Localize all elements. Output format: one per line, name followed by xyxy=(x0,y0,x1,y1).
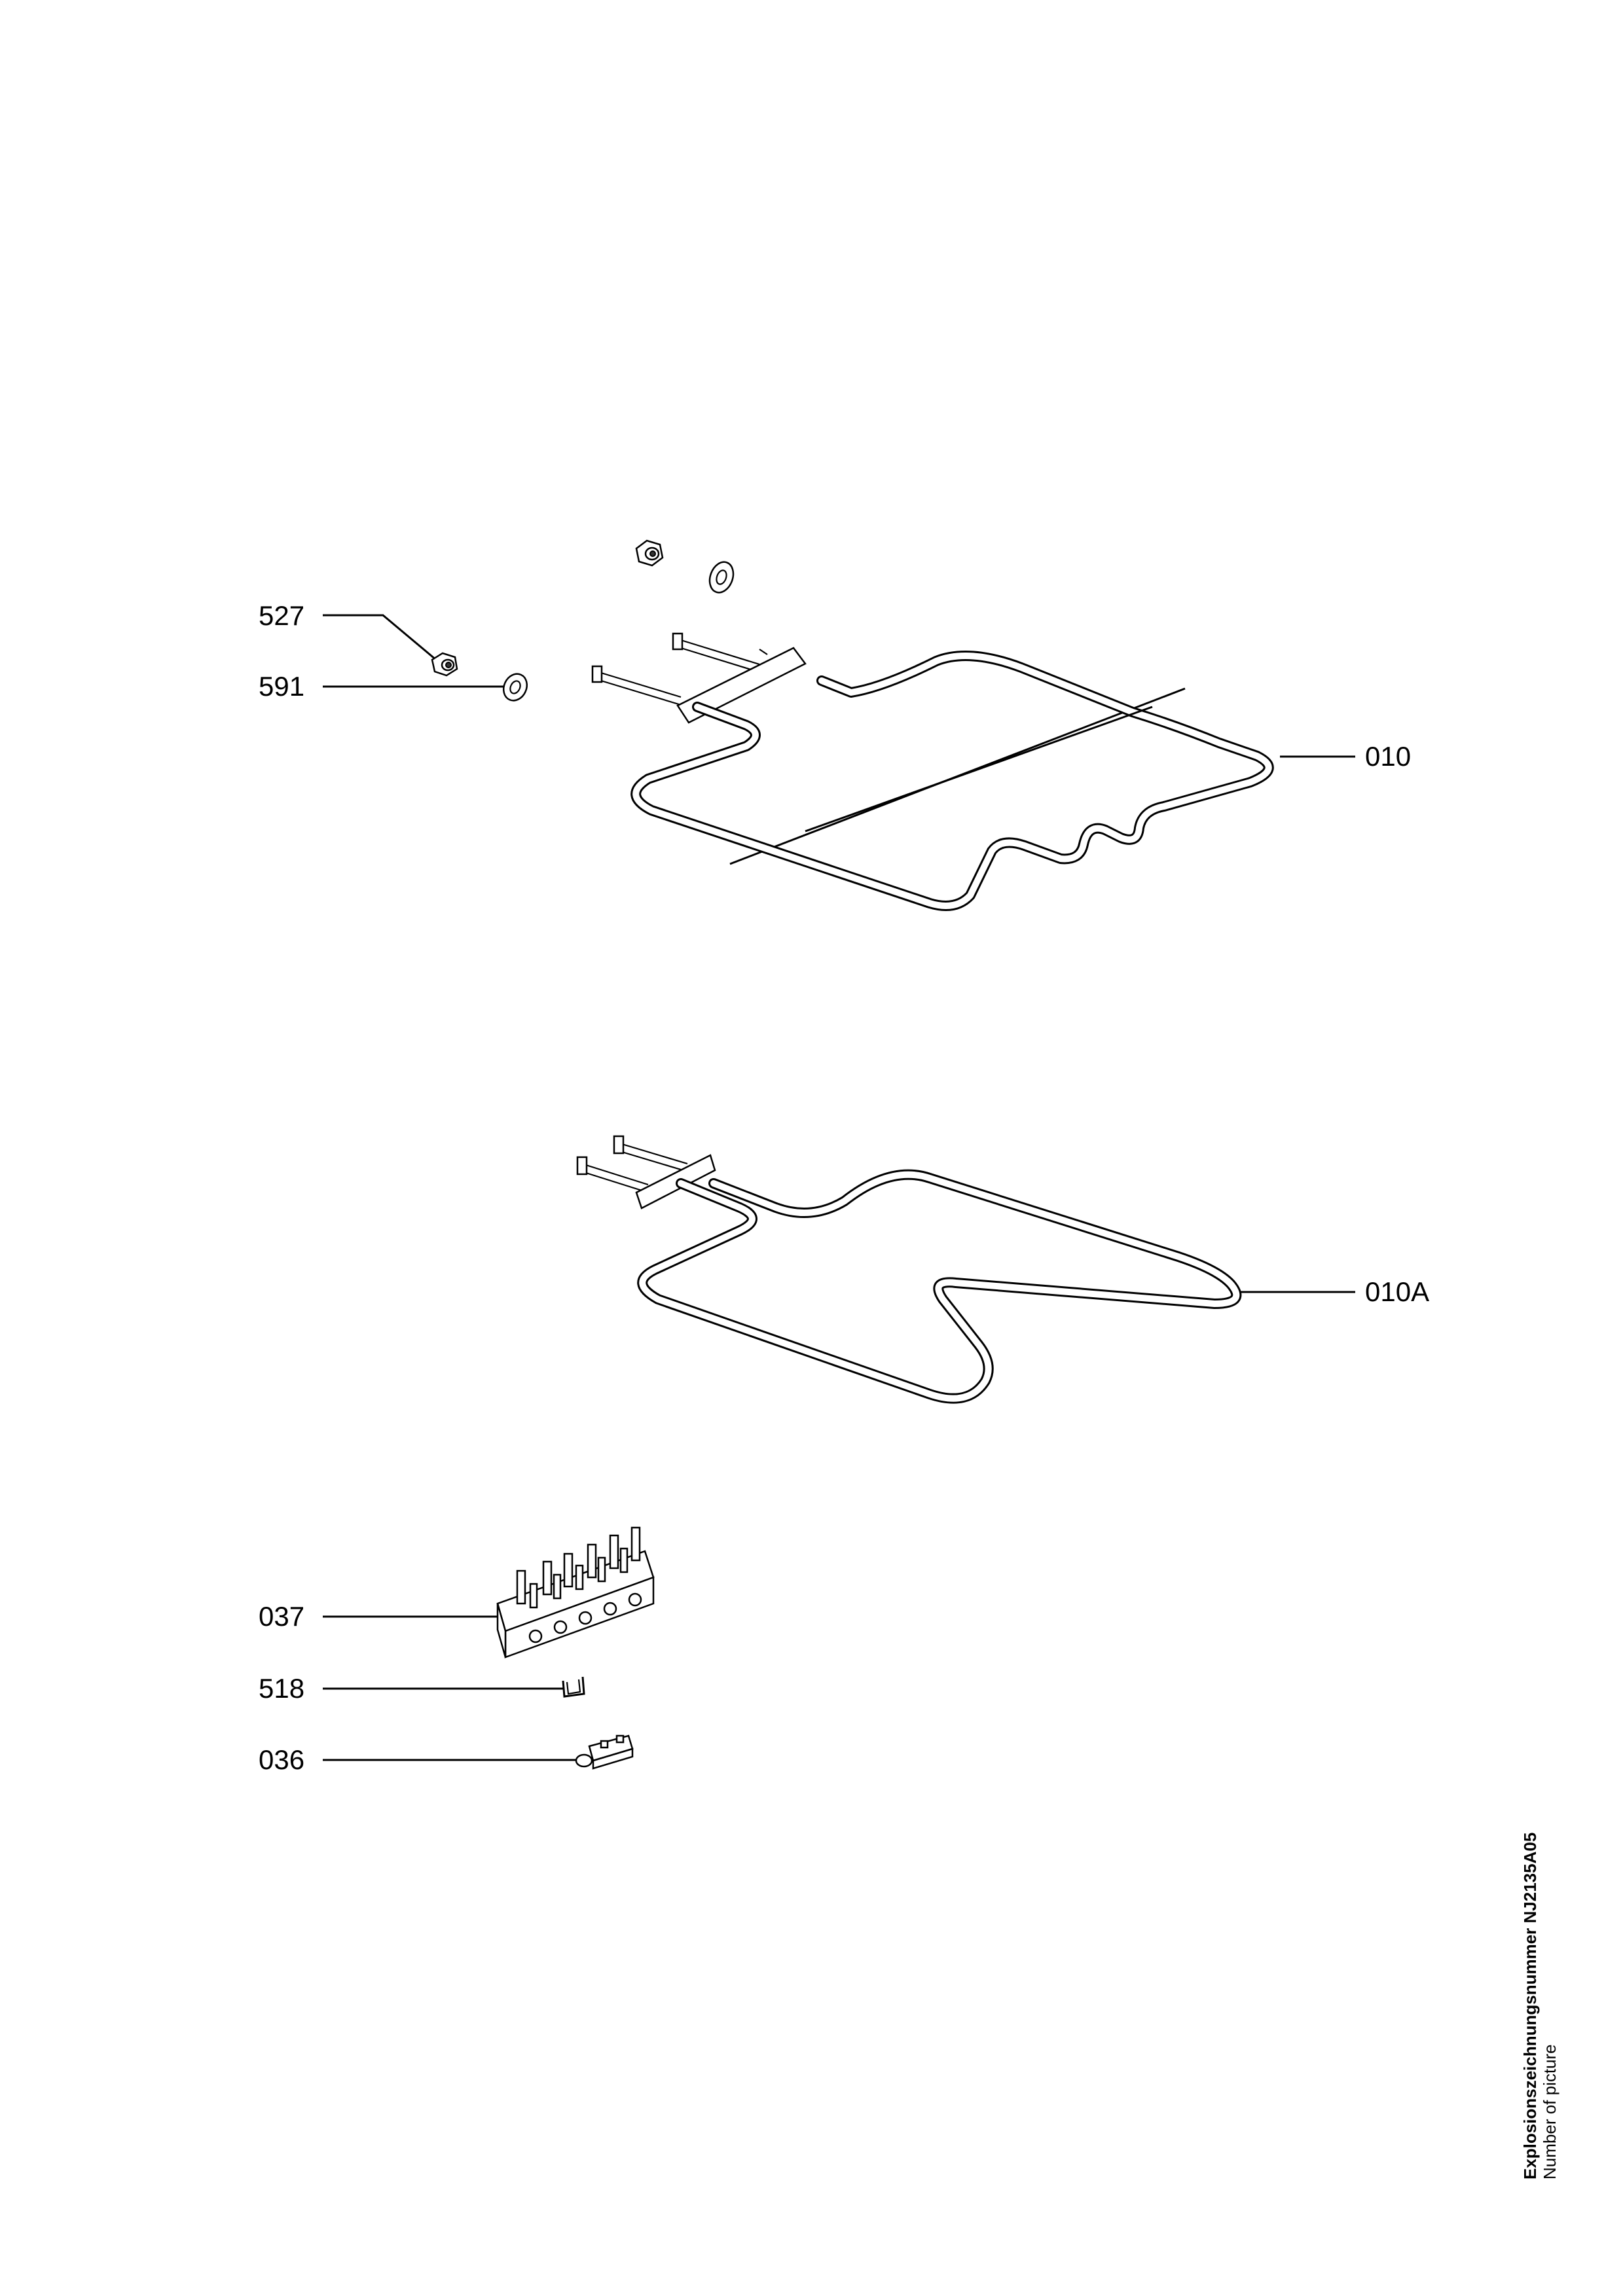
heating-element-010-icon xyxy=(591,632,1274,911)
nut-upper-icon xyxy=(635,539,664,567)
washer-upper-icon xyxy=(708,561,735,594)
terminal-block-037-icon xyxy=(496,1526,655,1659)
callout-label-527: 527 xyxy=(259,600,304,631)
washer-591-icon xyxy=(502,673,528,702)
caption-subtitle: Number of picture xyxy=(1540,2044,1559,2179)
nut-527-icon xyxy=(431,652,458,677)
caption-title: Explosionszeichnungsnummer NJ2135A05 xyxy=(1520,1832,1540,2179)
callout-label-037: 037 xyxy=(259,1601,304,1632)
callout-label-010: 010 xyxy=(1365,741,1411,772)
callout-label-010A: 010A xyxy=(1365,1276,1429,1307)
leader-line-527 xyxy=(323,614,441,664)
connector-036-icon xyxy=(575,1734,634,1770)
clip-518-icon xyxy=(562,1676,585,1698)
callout-label-591: 591 xyxy=(259,671,304,702)
callout-label-036: 036 xyxy=(259,1744,304,1775)
callout-label-518: 518 xyxy=(259,1673,304,1704)
picture-number-caption: Explosionszeichnungsnummer NJ2135A05 Num… xyxy=(1520,1833,1559,2179)
heating-element-010A-icon xyxy=(576,1135,1242,1404)
